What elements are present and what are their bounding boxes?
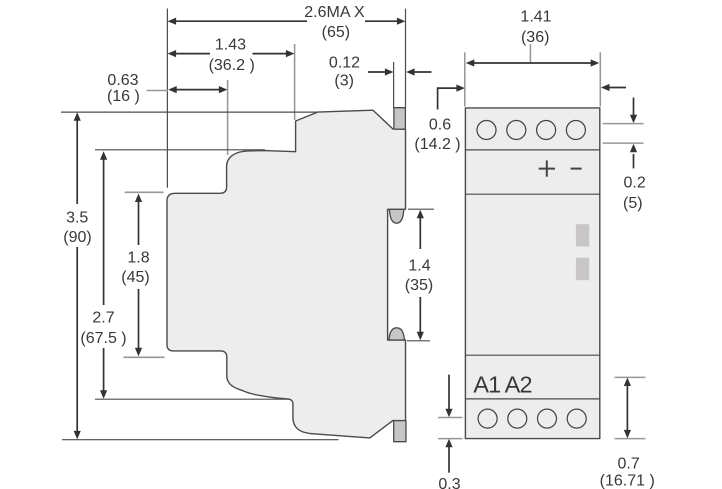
svg-text:(3): (3) xyxy=(334,73,354,90)
svg-text:0.7: 0.7 xyxy=(617,455,639,472)
svg-text:1.43: 1.43 xyxy=(215,36,246,53)
svg-text:(16 ): (16 ) xyxy=(107,88,140,105)
svg-text:(36): (36) xyxy=(521,29,549,46)
svg-text:(16.71 ): (16.71 ) xyxy=(600,473,655,489)
svg-text:0.3: 0.3 xyxy=(438,476,460,489)
svg-text:2.7: 2.7 xyxy=(92,309,114,326)
svg-text:0.2: 0.2 xyxy=(623,174,645,191)
svg-text:1.4: 1.4 xyxy=(408,257,430,274)
svg-text:(67.5 ): (67.5 ) xyxy=(80,330,126,347)
svg-text:2.6MA X: 2.6MA X xyxy=(304,4,365,21)
svg-text:0.12: 0.12 xyxy=(329,54,360,71)
svg-text:(35): (35) xyxy=(405,277,433,294)
svg-text:(45): (45) xyxy=(121,269,149,286)
svg-text:A1 A2: A1 A2 xyxy=(473,371,531,397)
svg-text:(65): (65) xyxy=(322,24,350,41)
svg-text:(14.2 ): (14.2 ) xyxy=(414,136,460,153)
svg-text:(5): (5) xyxy=(623,195,643,212)
svg-text:0.63: 0.63 xyxy=(107,72,138,89)
svg-text:(90): (90) xyxy=(63,229,91,246)
svg-text:1.41: 1.41 xyxy=(520,8,551,25)
svg-text:1.8: 1.8 xyxy=(127,249,149,266)
svg-text:(36.2 ): (36.2 ) xyxy=(209,57,255,74)
svg-text:0.6: 0.6 xyxy=(429,116,451,133)
svg-text:3.5: 3.5 xyxy=(66,209,88,226)
